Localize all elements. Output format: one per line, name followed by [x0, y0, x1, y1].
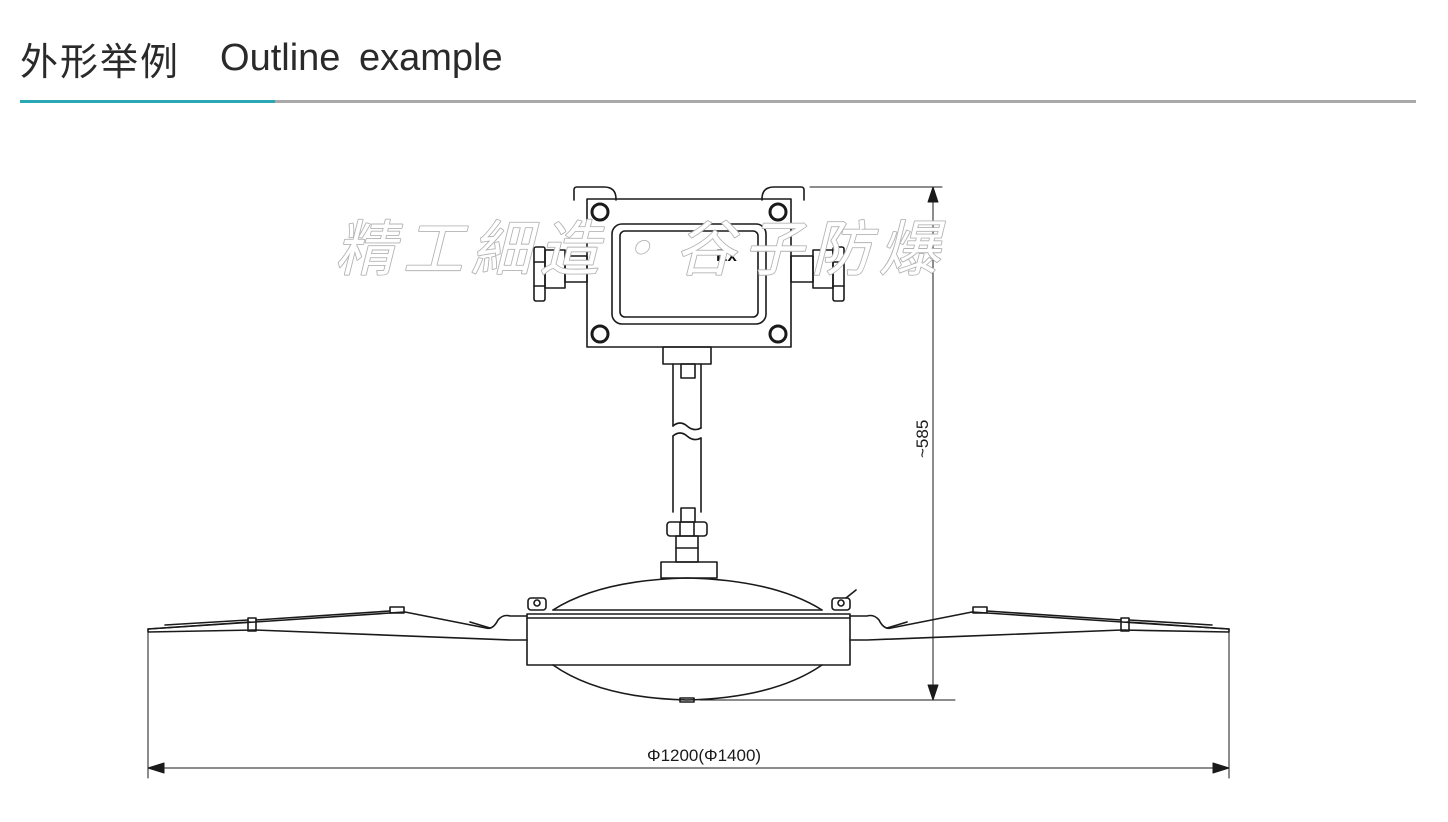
page-title-en: Outline example	[220, 36, 503, 79]
box-lid-inner	[619, 230, 759, 318]
right-reflector	[849, 606, 1230, 641]
ring-screws	[527, 589, 857, 611]
lamp-dome	[552, 577, 823, 611]
corner-screws	[590, 202, 788, 344]
right-cable-gland	[790, 246, 845, 302]
lamp-body	[526, 577, 857, 703]
ex-marking-label: Ex	[716, 246, 737, 265]
box-lid	[611, 223, 767, 325]
left-reflector	[147, 606, 528, 641]
right-mounting-bracket	[761, 186, 805, 201]
page-header: 外形举例 Outline example	[20, 30, 503, 86]
height-dimension-label: ~585	[913, 420, 932, 458]
glass-cover	[552, 664, 823, 701]
header-divider	[20, 100, 1416, 103]
diameter-dimension-label: Φ1200(Φ1400)	[647, 746, 761, 765]
lamp-ring	[526, 613, 851, 666]
left-mounting-bracket	[573, 186, 617, 201]
page-title-cn: 外形举例	[20, 39, 181, 84]
left-cable-gland	[533, 246, 588, 302]
header-accent-bar	[20, 100, 275, 103]
suspension-tube	[660, 346, 718, 579]
diameter-dimension	[147, 631, 1230, 779]
watermark: 精工細造・谷子防爆	[335, 215, 947, 285]
height-dimension	[699, 186, 956, 701]
junction-box: Ex	[533, 186, 845, 348]
